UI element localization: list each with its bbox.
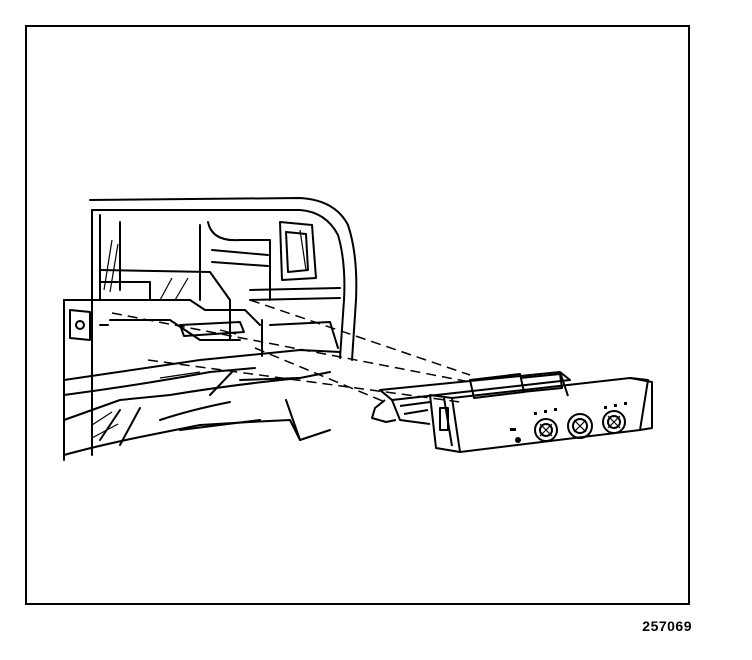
hvac-control-module: [371, 371, 653, 453]
control-knob-fan: [534, 418, 558, 442]
illustration-frame: [25, 25, 690, 605]
panel-markings: [510, 402, 627, 443]
control-knob-mode: [567, 413, 593, 439]
control-knob-temperature: [602, 410, 626, 434]
instrument-panel-cavity: [63, 197, 358, 461]
figure-number: 257069: [642, 618, 692, 634]
alignment-lines: [111, 299, 471, 403]
cavity-shading: [91, 229, 307, 439]
